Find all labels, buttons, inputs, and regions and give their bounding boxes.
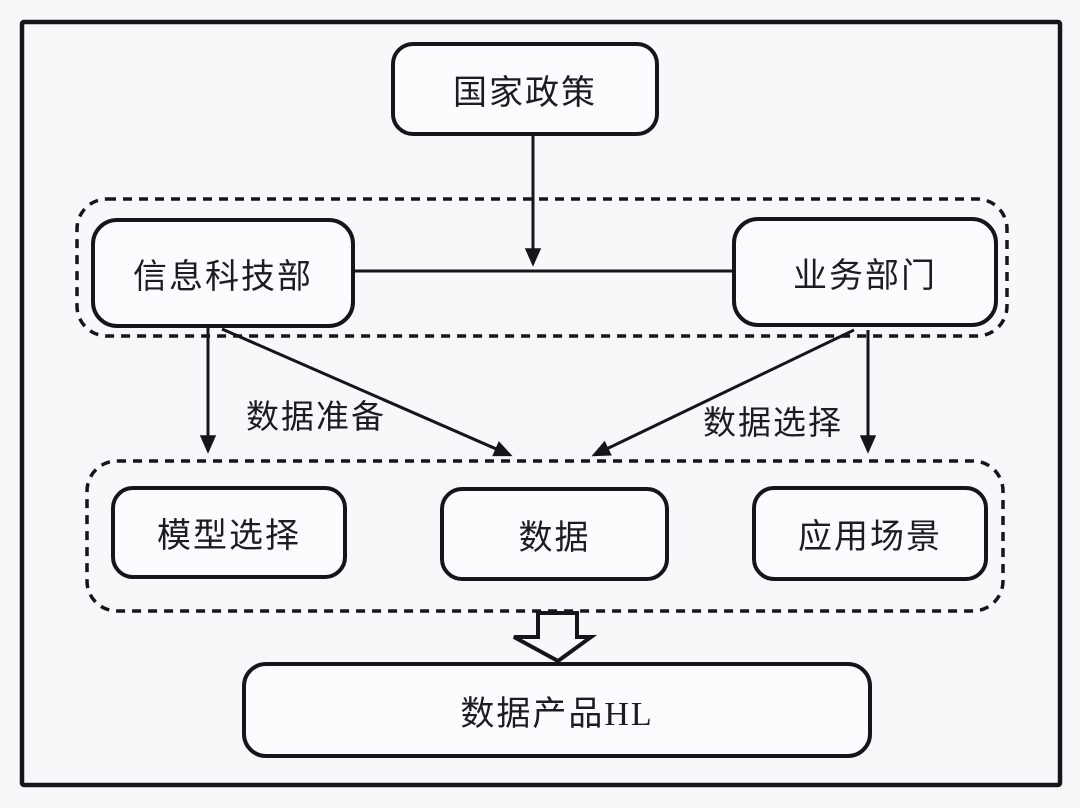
arrow-biz-to-data	[591, 328, 855, 457]
node-data-label: 数据	[518, 519, 591, 557]
edge-label-data-preparation: 数据准备	[246, 400, 386, 436]
node-data: 数据	[440, 487, 669, 581]
node-it-department: 信息科技部	[91, 218, 355, 328]
node-national-policy-label: 国家政策	[453, 74, 597, 112]
block-arrow-down-icon	[513, 611, 598, 664]
edge-label-data-selection: 数据选择	[703, 406, 843, 442]
node-business-department-label: 业务部门	[793, 257, 937, 295]
node-data-product-label: 数据产品HL	[460, 695, 654, 733]
node-it-department-label: 信息科技部	[133, 258, 313, 296]
node-application-scenario-label: 应用场景	[798, 519, 942, 556]
node-model-selection: 模型选择	[111, 486, 347, 579]
outer-frame	[19, 19, 1063, 788]
node-model-selection-label: 模型选择	[157, 518, 301, 555]
node-national-policy: 国家政策	[391, 42, 659, 136]
departments-group-border	[75, 197, 1009, 338]
elements-group-border	[85, 459, 1005, 613]
node-application-scenario: 应用场景	[752, 486, 988, 581]
arrow-it-to-data	[221, 327, 513, 457]
node-data-product: 数据产品HL	[242, 662, 872, 758]
node-business-department: 业务部门	[732, 217, 998, 327]
